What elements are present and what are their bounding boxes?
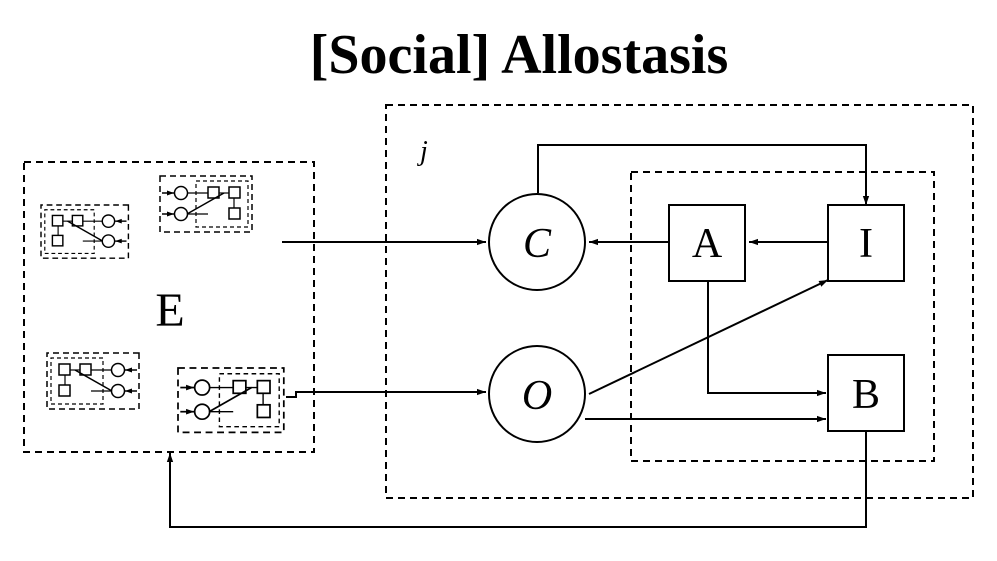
env-agent-top-left [41,205,128,258]
node-o: O [488,345,586,443]
node-b: B [827,354,905,432]
agent-label: j [417,136,428,167]
edge-b-to-e [166,431,867,528]
edge-e-to-o [286,388,486,398]
agent-boundary [385,104,974,499]
edge-a-to-b [707,280,826,397]
env-agent-top-right [160,176,252,232]
node-o-label: O [522,373,552,419]
internal-boundary [630,171,935,462]
env-agent-bottom-right [178,368,284,432]
node-c-label: C [523,221,552,267]
environment-boundary [23,161,315,453]
node-i-label: I [859,221,873,267]
diagram-title: [Social] Allostasis [310,24,728,86]
node-a-label: A [692,221,723,267]
node-a: A [668,204,746,282]
environment-label: E [155,284,184,337]
env-agent-bottom-left [47,353,139,409]
edge-c-to-i [537,144,870,205]
node-i: I [827,204,905,282]
node-c: C [488,193,586,291]
node-b-label: B [852,372,880,418]
